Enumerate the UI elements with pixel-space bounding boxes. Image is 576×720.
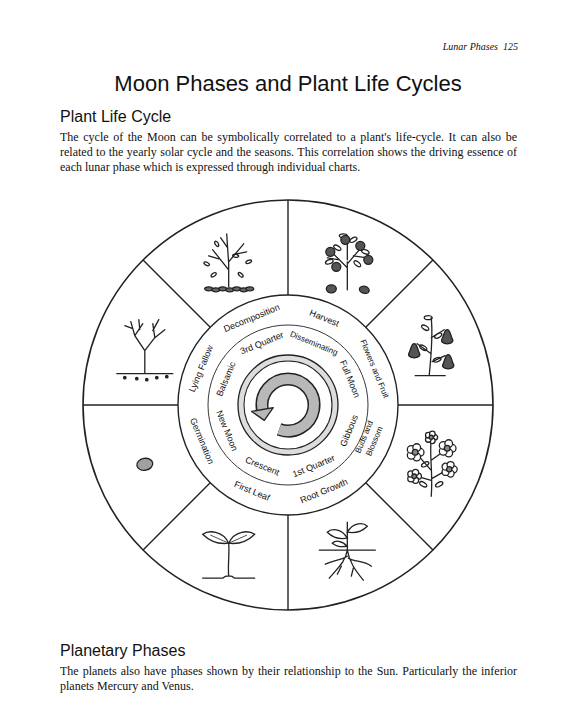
stroke — [209, 234, 247, 287]
ring-divider — [208, 325, 368, 485]
shape — [124, 376, 126, 378]
shape — [412, 449, 418, 455]
shape — [326, 285, 336, 293]
process-label: Harvest — [308, 307, 341, 329]
shape — [326, 247, 335, 256]
shape — [424, 316, 432, 320]
phase-wedge: HarvestDisseminating — [288, 303, 350, 358]
fruit-tree — [325, 234, 373, 295]
wedge-divider — [366, 483, 433, 550]
body-paragraph: The planets also have phases shown by th… — [60, 664, 517, 694]
phase-wedge: Root Growth1st Quarter — [288, 452, 349, 506]
phase-label: New Moon — [213, 409, 240, 453]
stroke — [442, 330, 453, 344]
shape — [332, 262, 341, 271]
section-heading: Plant Life Cycle — [60, 107, 171, 127]
phase-wedge: Buds and BlossomGibbous — [332, 398, 392, 474]
body-paragraph: The cycle of the Moon can be symbolicall… — [60, 130, 517, 175]
shape — [356, 241, 365, 250]
seedling — [203, 532, 255, 578]
shape — [136, 457, 154, 472]
phase-label: Crescent — [244, 455, 281, 479]
phase-wedge: First LeafCrescent — [233, 455, 282, 504]
arrow-head — [252, 408, 274, 421]
stroke — [327, 530, 347, 539]
shape — [444, 445, 450, 451]
shape — [434, 332, 443, 339]
wedge-divider — [143, 260, 210, 327]
seed — [136, 457, 154, 472]
shape — [447, 467, 452, 472]
stroke — [332, 541, 347, 547]
stroke — [443, 355, 454, 369]
shape — [435, 481, 444, 488]
shape — [429, 435, 433, 439]
process-label: Flowers and Fruit — [358, 338, 392, 400]
wedge-divider — [398, 404, 493, 405]
outer-circle — [83, 200, 493, 610]
arrow-outline — [262, 379, 314, 431]
shape — [214, 240, 220, 247]
wedge-divider — [143, 483, 210, 550]
shape — [156, 376, 158, 378]
running-header: Lunar Phases — [443, 40, 498, 53]
shape — [210, 272, 217, 278]
phase-label: Balsamic — [214, 360, 238, 398]
shape — [146, 378, 148, 380]
shape — [359, 285, 370, 294]
stroke — [211, 535, 247, 543]
center-disc — [244, 361, 332, 449]
wedge-divider — [287, 200, 288, 295]
shape — [419, 481, 428, 488]
phase-wedge: Lying FallowBalsamic — [187, 344, 241, 404]
shape — [232, 254, 238, 258]
stroke — [319, 522, 375, 550]
wedge-divider — [287, 515, 288, 610]
page-number: 125 — [503, 40, 518, 53]
stroke — [203, 543, 255, 578]
bare-tree — [117, 320, 173, 381]
shape — [245, 259, 252, 264]
stroke — [347, 524, 367, 533]
shape — [353, 260, 362, 268]
arrow-body — [262, 379, 314, 431]
process-label: Lying Fallow — [187, 344, 216, 394]
label-ring — [178, 295, 398, 515]
stroke — [325, 550, 371, 580]
cycle-arrow — [252, 379, 314, 431]
shape — [341, 235, 350, 244]
shape — [136, 377, 138, 379]
shape — [246, 287, 254, 291]
shape — [364, 255, 373, 264]
shape — [166, 375, 168, 377]
shape — [412, 474, 417, 479]
wedge-divider — [83, 404, 178, 405]
process-label: Decomposition — [222, 302, 281, 335]
shape — [203, 261, 210, 267]
stroke — [117, 320, 173, 374]
phase-label: Disseminating — [288, 328, 339, 358]
shape — [433, 356, 442, 362]
center-disc-ring — [238, 355, 338, 455]
section-heading: Planetary Phases — [60, 641, 185, 661]
wedge-divider — [366, 260, 433, 327]
shape — [421, 324, 430, 331]
sprout-with-roots — [319, 522, 375, 580]
decomposing-tree — [203, 234, 253, 292]
stroke — [409, 344, 420, 358]
shape — [238, 272, 244, 278]
process-label: Root Growth — [299, 477, 350, 507]
page-title: Moon Phases and Plant Life Cycles — [0, 71, 576, 97]
phase-label: 1st Quarter — [291, 453, 337, 480]
flowering-plant — [407, 431, 457, 496]
phase-wedge: GerminationNew Moon — [187, 406, 241, 466]
phase-label: 3rd Quarter — [239, 329, 286, 357]
process-label: First Leaf — [233, 480, 272, 505]
shape — [421, 461, 430, 468]
pear-plant — [409, 316, 454, 376]
phase-label: Full Moon — [337, 359, 362, 400]
shape — [419, 344, 428, 351]
stroke — [415, 318, 445, 376]
